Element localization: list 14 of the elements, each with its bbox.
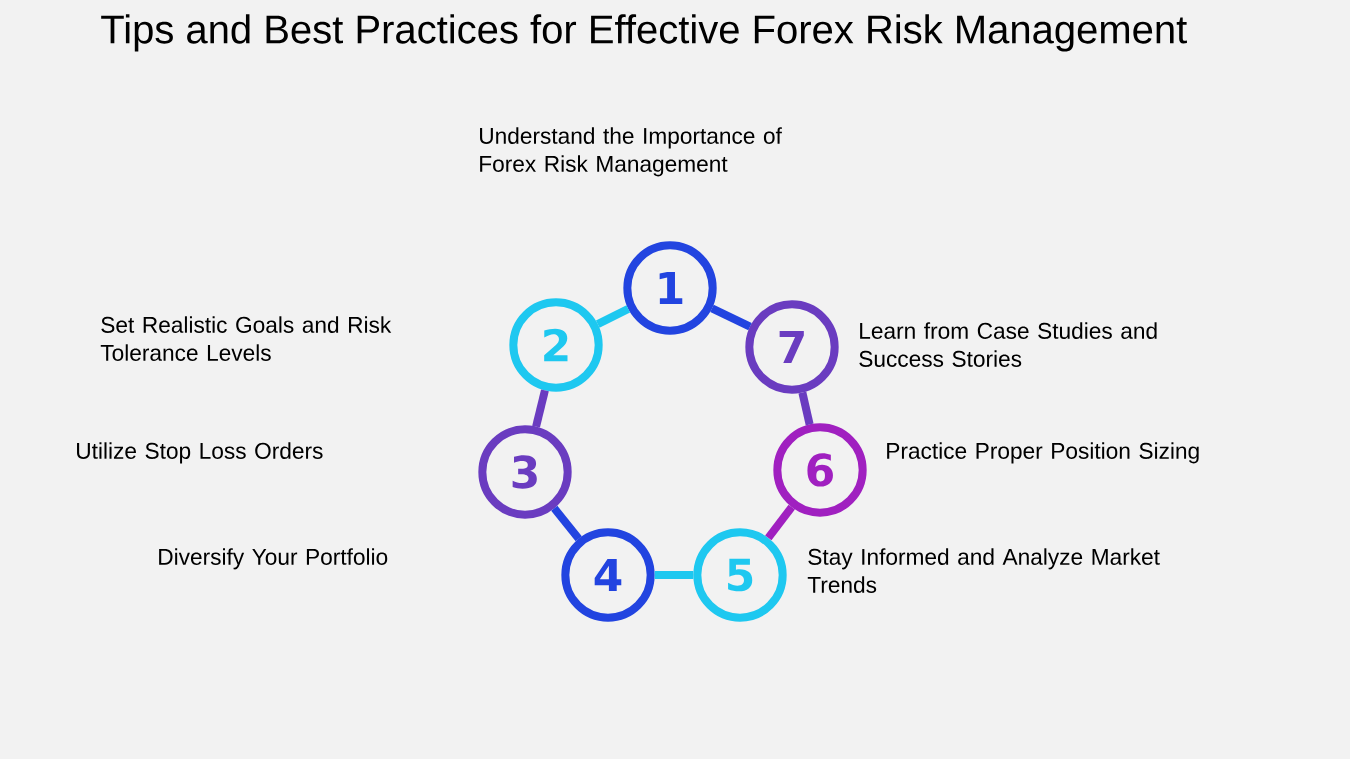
tip-text: Practice Proper Position Sizing (887, 442, 1199, 464)
tip-text: Learn from Case Studies and Success Stories (859, 322, 1157, 367)
connector-line (551, 505, 582, 542)
tip-text: Set Realistic Goals and Risk Tolerance Levels (100, 316, 392, 361)
tip-text: Diversify Your Portfolio (159, 548, 388, 570)
connector-line (765, 504, 795, 541)
title: Tips and Best Practices for Effective Forex Risk Management (101, 14, 1187, 52)
connector-line (710, 304, 752, 331)
connector-line (798, 391, 814, 426)
tip-text: Stay Informed and Analyze Market Trends (807, 548, 1160, 593)
tip-text: Understand the Importance of Forex Risk Management (480, 127, 782, 177)
connector-line (595, 305, 631, 328)
tip-text: Utilize Stop Loss Orders (77, 442, 323, 464)
connector-line (532, 389, 549, 428)
